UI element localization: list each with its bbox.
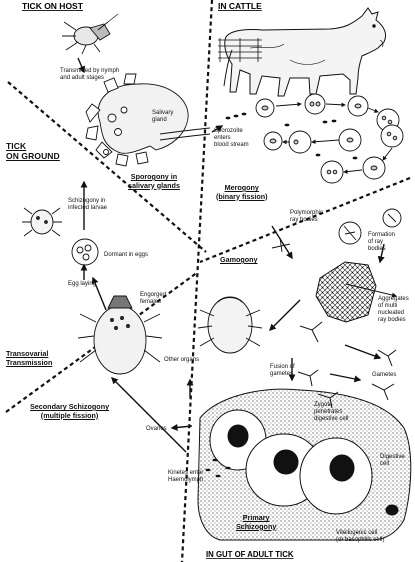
stage-primary-schizogony: Primary Schizogony — [236, 513, 277, 531]
label-egg-laying: Egg laying — [68, 281, 97, 287]
label-ovaries: Ovaries — [146, 426, 167, 432]
kinetes — [205, 458, 231, 478]
label-transmitted: Transmitted by nymph and adult stages — [60, 68, 120, 81]
label-polymorphic: Polymorphic ray bodies — [290, 210, 324, 223]
region-tick-on-host: TICK ON HOST — [22, 1, 84, 11]
stage-sporogony: Sporogony in salivary glands — [128, 172, 180, 190]
gut-cells — [197, 388, 412, 541]
label-digestive-cell: Digestive cell — [380, 454, 405, 467]
region-tick-on-ground: TICK ON GROUND — [6, 141, 60, 161]
stage-merogony: Merogony (binary fission) — [216, 183, 268, 201]
cow-illustration — [223, 7, 387, 97]
label-kinetes: Kinetes enter Haemolymph — [168, 470, 204, 483]
ray-bodies — [271, 208, 402, 253]
label-dormant-eggs: Dormant in eggs — [104, 252, 149, 258]
stage-transovarial: Transovarial Transmission — [6, 349, 53, 367]
divider-right-diagonal — [199, 176, 411, 264]
label-vitellogenic: Vitellogenic cell (or basophilic cell) — [336, 530, 385, 543]
stage-gamogony: Gamogony — [220, 255, 258, 264]
label-aggregates: Aggregates of multi nucleated ray bodies — [378, 296, 409, 323]
eggs — [71, 238, 99, 266]
label-salivary-gland: Salivary gland — [152, 110, 174, 123]
fence — [218, 38, 262, 62]
salivary-gland-illustration — [85, 73, 211, 167]
sporozoite-dots — [225, 112, 358, 160]
label-formation-ray: Formation of ray bodies — [368, 232, 396, 252]
divider-vertical — [180, 0, 214, 562]
merogony-cells — [255, 93, 404, 184]
tick-on-host-illustration — [62, 13, 119, 55]
label-fusion-gametes: Fusion of gametes — [270, 364, 295, 377]
region-in-gut-of-adult-tick: IN GUT OF ADULT TICK — [206, 550, 294, 559]
region-in-cattle: IN CATTLE — [218, 1, 262, 11]
label-engorged-females: Engorged females — [140, 292, 167, 305]
label-schizogony-larvae: Schizogony in infected larvae — [68, 198, 108, 211]
label-gametes: Gametes — [372, 372, 397, 378]
label-sporozoite: Sporozoite enters blood stream — [214, 128, 249, 148]
cycle-arrows — [77, 57, 397, 453]
engorged-female-tick — [77, 295, 163, 375]
aggregate-ray-bodies — [315, 261, 377, 323]
merogony-arrows — [275, 102, 393, 174]
larva-tick — [22, 207, 62, 237]
label-other-organs: Other organs — [164, 357, 200, 363]
divider-upper-left — [7, 81, 207, 253]
stage-secondary-schizogony: Secondary Schizogony (multiple fission) — [30, 402, 110, 420]
gamogony-ticks — [197, 296, 263, 354]
label-zygote: Zygote penetrates digestive cell — [314, 402, 349, 422]
